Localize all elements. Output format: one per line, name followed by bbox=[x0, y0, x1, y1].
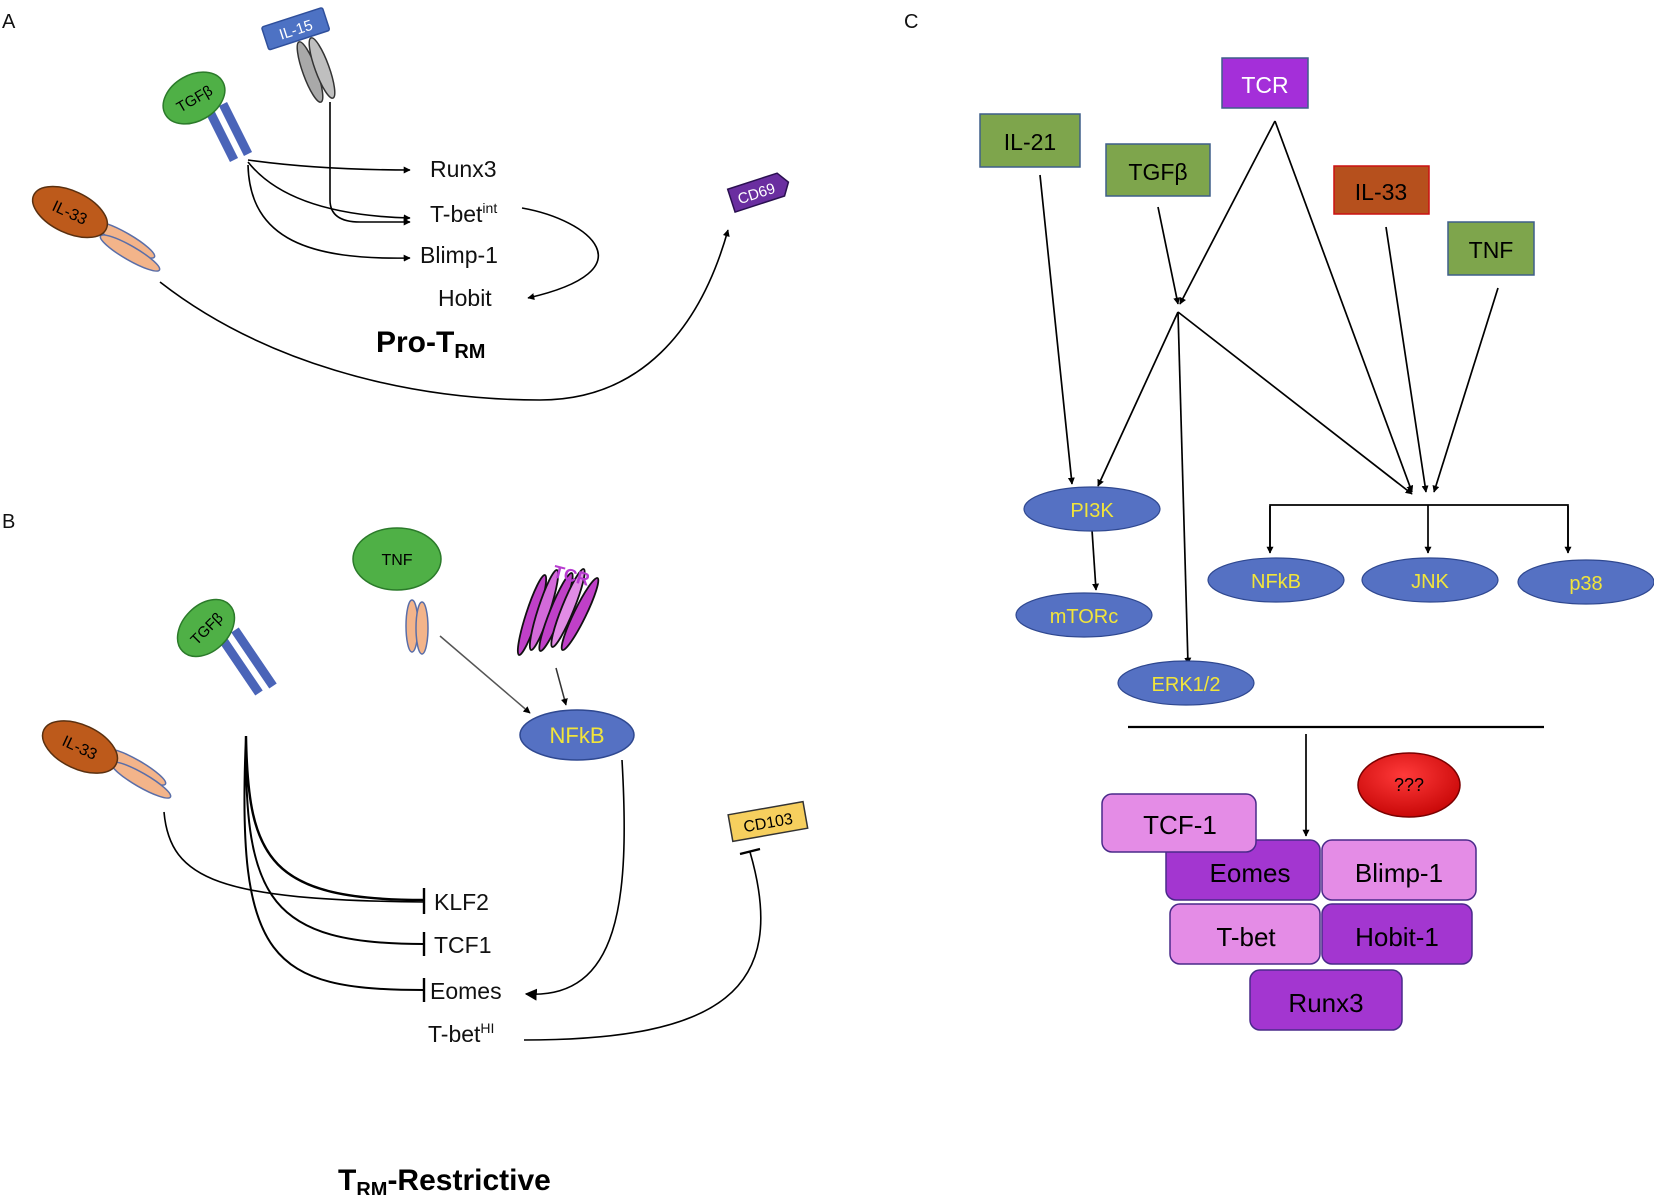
panel-c-input-tcr: TCR bbox=[1221, 57, 1309, 109]
svg-text:???: ??? bbox=[1394, 775, 1424, 795]
panel-c-input-tnf: TNF bbox=[1447, 221, 1535, 276]
inhibit-tgfb-eomes bbox=[243, 735, 425, 991]
inhibit-il33-klf2 bbox=[163, 811, 425, 903]
panel-c-unknown: ??? bbox=[1357, 752, 1461, 818]
panel-b-tnf-receptor: TNF bbox=[352, 527, 442, 655]
arrow-il15-tbet bbox=[329, 102, 411, 226]
panel-c-input-il33: IL-33 bbox=[1333, 165, 1430, 215]
svg-text:TNF: TNF bbox=[1469, 237, 1514, 263]
panel-c-letter: C bbox=[904, 11, 918, 33]
panel-b-nfkb: NFkB bbox=[519, 709, 635, 761]
panel-c-tf-eomes: Eomes bbox=[1165, 839, 1321, 901]
panel-b-tnf-label: TNF bbox=[381, 552, 412, 569]
panel-b-eomes: Eomes bbox=[430, 978, 502, 1004]
svg-text:TCF-1: TCF-1 bbox=[1143, 810, 1217, 840]
panel-c-tf-tbet: T-bet bbox=[1169, 903, 1321, 965]
arrow-pi3k-mtorc bbox=[1091, 529, 1100, 591]
panel-a-title: Pro-TRM bbox=[376, 326, 485, 363]
svg-text:ERK1/2: ERK1/2 bbox=[1152, 674, 1221, 696]
svg-text:Eomes: Eomes bbox=[1210, 858, 1291, 888]
panel-c-nfkb: NFkB bbox=[1207, 557, 1345, 603]
panel-b-tcr: TCR bbox=[516, 561, 600, 656]
arrow-tcr-nfkb bbox=[555, 667, 568, 706]
svg-text:IL-33: IL-33 bbox=[1355, 179, 1407, 205]
panel-c: C IL-21 TGFβ TCR IL-33 TNF bbox=[904, 11, 1654, 1031]
panel-b-tbet: T-betHI bbox=[428, 1020, 494, 1047]
arrow-tbet-hobit bbox=[521, 207, 600, 300]
svg-text:Runx3: Runx3 bbox=[1288, 988, 1363, 1018]
svg-text:p38: p38 bbox=[1569, 573, 1602, 595]
arrow-tgfb-junction bbox=[1157, 206, 1181, 305]
arrow-junction-pi3k bbox=[1097, 311, 1179, 487]
panel-b-cd103: CD103 bbox=[727, 800, 809, 843]
inhibit-tgfb-klf2 bbox=[244, 735, 425, 902]
panel-a-cd69: CD69 bbox=[726, 172, 790, 214]
arrow-tnf-nfkb bbox=[439, 635, 531, 714]
panel-c-p38: p38 bbox=[1517, 559, 1654, 605]
arrow-tnf-jnk bbox=[1432, 287, 1499, 493]
svg-text:mTORc: mTORc bbox=[1050, 606, 1119, 628]
panel-c-pi3k: PI3K bbox=[1023, 486, 1161, 532]
svg-text:NFkB: NFkB bbox=[550, 723, 605, 748]
arrow-il33-cd69 bbox=[159, 229, 730, 401]
inhibit-tgfb-tcf1 bbox=[244, 735, 425, 945]
svg-text:Hobit-1: Hobit-1 bbox=[1355, 922, 1439, 952]
panel-c-tf-tcf1: TCF-1 bbox=[1101, 793, 1257, 853]
svg-text:NFkB: NFkB bbox=[1251, 571, 1301, 593]
panel-a-il33-receptor: IL-33 bbox=[31, 185, 161, 272]
svg-text:TGFβ: TGFβ bbox=[1128, 159, 1187, 185]
panel-c-tf-runx3: Runx3 bbox=[1249, 969, 1403, 1031]
panel-b-tgfb-receptor: TGFβ bbox=[176, 598, 277, 696]
panel-c-tf-hobit1: Hobit-1 bbox=[1321, 903, 1473, 965]
panel-b-il33-receptor: IL-33 bbox=[41, 720, 172, 799]
panel-a-letter: A bbox=[2, 11, 16, 33]
svg-text:PI3K: PI3K bbox=[1070, 500, 1114, 522]
panel-b-letter: B bbox=[2, 511, 15, 533]
arrow-il33-jnk bbox=[1385, 226, 1429, 493]
svg-text:JNK: JNK bbox=[1411, 571, 1449, 593]
arrow-tgfb-tbet bbox=[247, 161, 411, 222]
bracket-outputs bbox=[1269, 504, 1569, 550]
panel-c-erk: ERK1/2 bbox=[1117, 660, 1255, 706]
arrow-junction-jnk bbox=[1177, 311, 1413, 495]
svg-text:TCR: TCR bbox=[1241, 72, 1288, 98]
arrow-tcr-jnk bbox=[1274, 120, 1414, 493]
panel-a-tgfb-receptor: TGFβ bbox=[162, 71, 253, 163]
panel-c-input-tgfb: TGFβ bbox=[1105, 143, 1211, 197]
arrow-il21-pi3k bbox=[1039, 174, 1075, 485]
panel-c-input-il21: IL-21 bbox=[979, 113, 1081, 168]
svg-text:IL-21: IL-21 bbox=[1004, 129, 1056, 155]
inhibit-tbet-cd103 bbox=[523, 851, 762, 1041]
panel-c-tf-blimp1: Blimp-1 bbox=[1321, 839, 1477, 901]
svg-text:T-bet: T-bet bbox=[1216, 922, 1276, 952]
panel-a: A TGFβ IL-15 IL-33 bbox=[2, 7, 790, 401]
arrow-junction-erk bbox=[1177, 311, 1192, 665]
arrow-nfkb-eomes bbox=[524, 759, 625, 1001]
panel-a-tbet: T-betint bbox=[430, 200, 497, 227]
arrow-tgfb-blimp1 bbox=[247, 164, 411, 262]
svg-text:Blimp-1: Blimp-1 bbox=[1355, 858, 1443, 888]
panel-a-hobit: Hobit bbox=[438, 285, 492, 311]
panel-b: B TNF TCR TGFβ IL-3 bbox=[2, 511, 809, 1195]
arrow-tgfb-runx3 bbox=[247, 159, 411, 174]
panel-b-klf2: KLF2 bbox=[434, 889, 489, 915]
panel-a-runx3: Runx3 bbox=[430, 156, 496, 182]
panel-a-il15-receptor: IL-15 bbox=[261, 7, 336, 103]
panel-b-title: TRM-Restrictive bbox=[338, 1164, 551, 1195]
arrow-tcr-junction bbox=[1179, 120, 1276, 305]
panel-c-mtorc: mTORc bbox=[1015, 592, 1153, 638]
panel-b-tcf1: TCF1 bbox=[434, 932, 492, 958]
panel-a-blimp1: Blimp-1 bbox=[420, 242, 498, 268]
panel-c-jnk: JNK bbox=[1361, 557, 1499, 603]
